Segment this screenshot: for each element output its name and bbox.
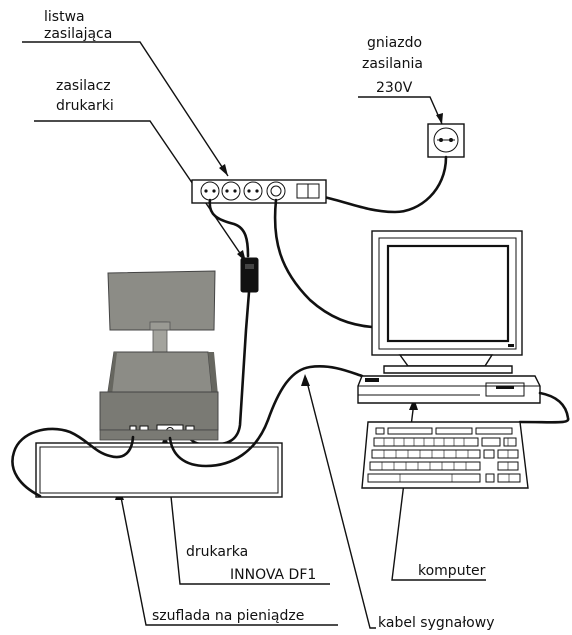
leader-socket: [358, 96, 443, 125]
label-power-strip-2: zasilająca: [44, 26, 112, 42]
cable-keyboard: [518, 391, 570, 424]
label-socket-1: gniazdo: [367, 35, 422, 51]
power-strip: [191, 179, 327, 204]
cable-computer-power: [273, 198, 374, 329]
label-socket-3: 230V: [376, 80, 413, 96]
label-cash-drawer: szuflada na pieniądze: [152, 608, 304, 624]
label-socket-2: zasilania: [362, 56, 423, 72]
leader-power-strip: [22, 41, 229, 177]
computer-monitor: [371, 230, 523, 374]
leader-signal-cable: [305, 377, 376, 629]
cable-psu-input: [208, 198, 250, 258]
label-printer-1: drukarka: [186, 544, 248, 560]
cable-signal: [168, 365, 364, 468]
cash-drawer: [35, 442, 283, 498]
label-signal-cable: kabel sygnałowy: [378, 615, 494, 631]
arrow-power-strip: [219, 164, 228, 176]
leader-cash-drawer: [119, 491, 338, 626]
arrow-computer: [409, 398, 418, 410]
label-printer-psu-1: zasilacz: [56, 78, 111, 94]
cable-drawer: [11, 427, 135, 498]
arrow-socket: [436, 113, 443, 124]
wall-socket: [427, 123, 465, 158]
label-printer-psu-2: drukarki: [56, 98, 114, 114]
label-computer: komputer: [418, 563, 486, 579]
printer-power-adapter: [240, 257, 259, 293]
arrow-signal-cable: [301, 374, 310, 386]
label-printer-2: INNOVA DF1: [230, 567, 316, 583]
computer-unit: [357, 375, 541, 404]
cable-mains: [322, 155, 448, 214]
label-power-strip-1: listwa: [44, 9, 85, 25]
printer: [99, 270, 219, 441]
keyboard: [361, 421, 529, 489]
